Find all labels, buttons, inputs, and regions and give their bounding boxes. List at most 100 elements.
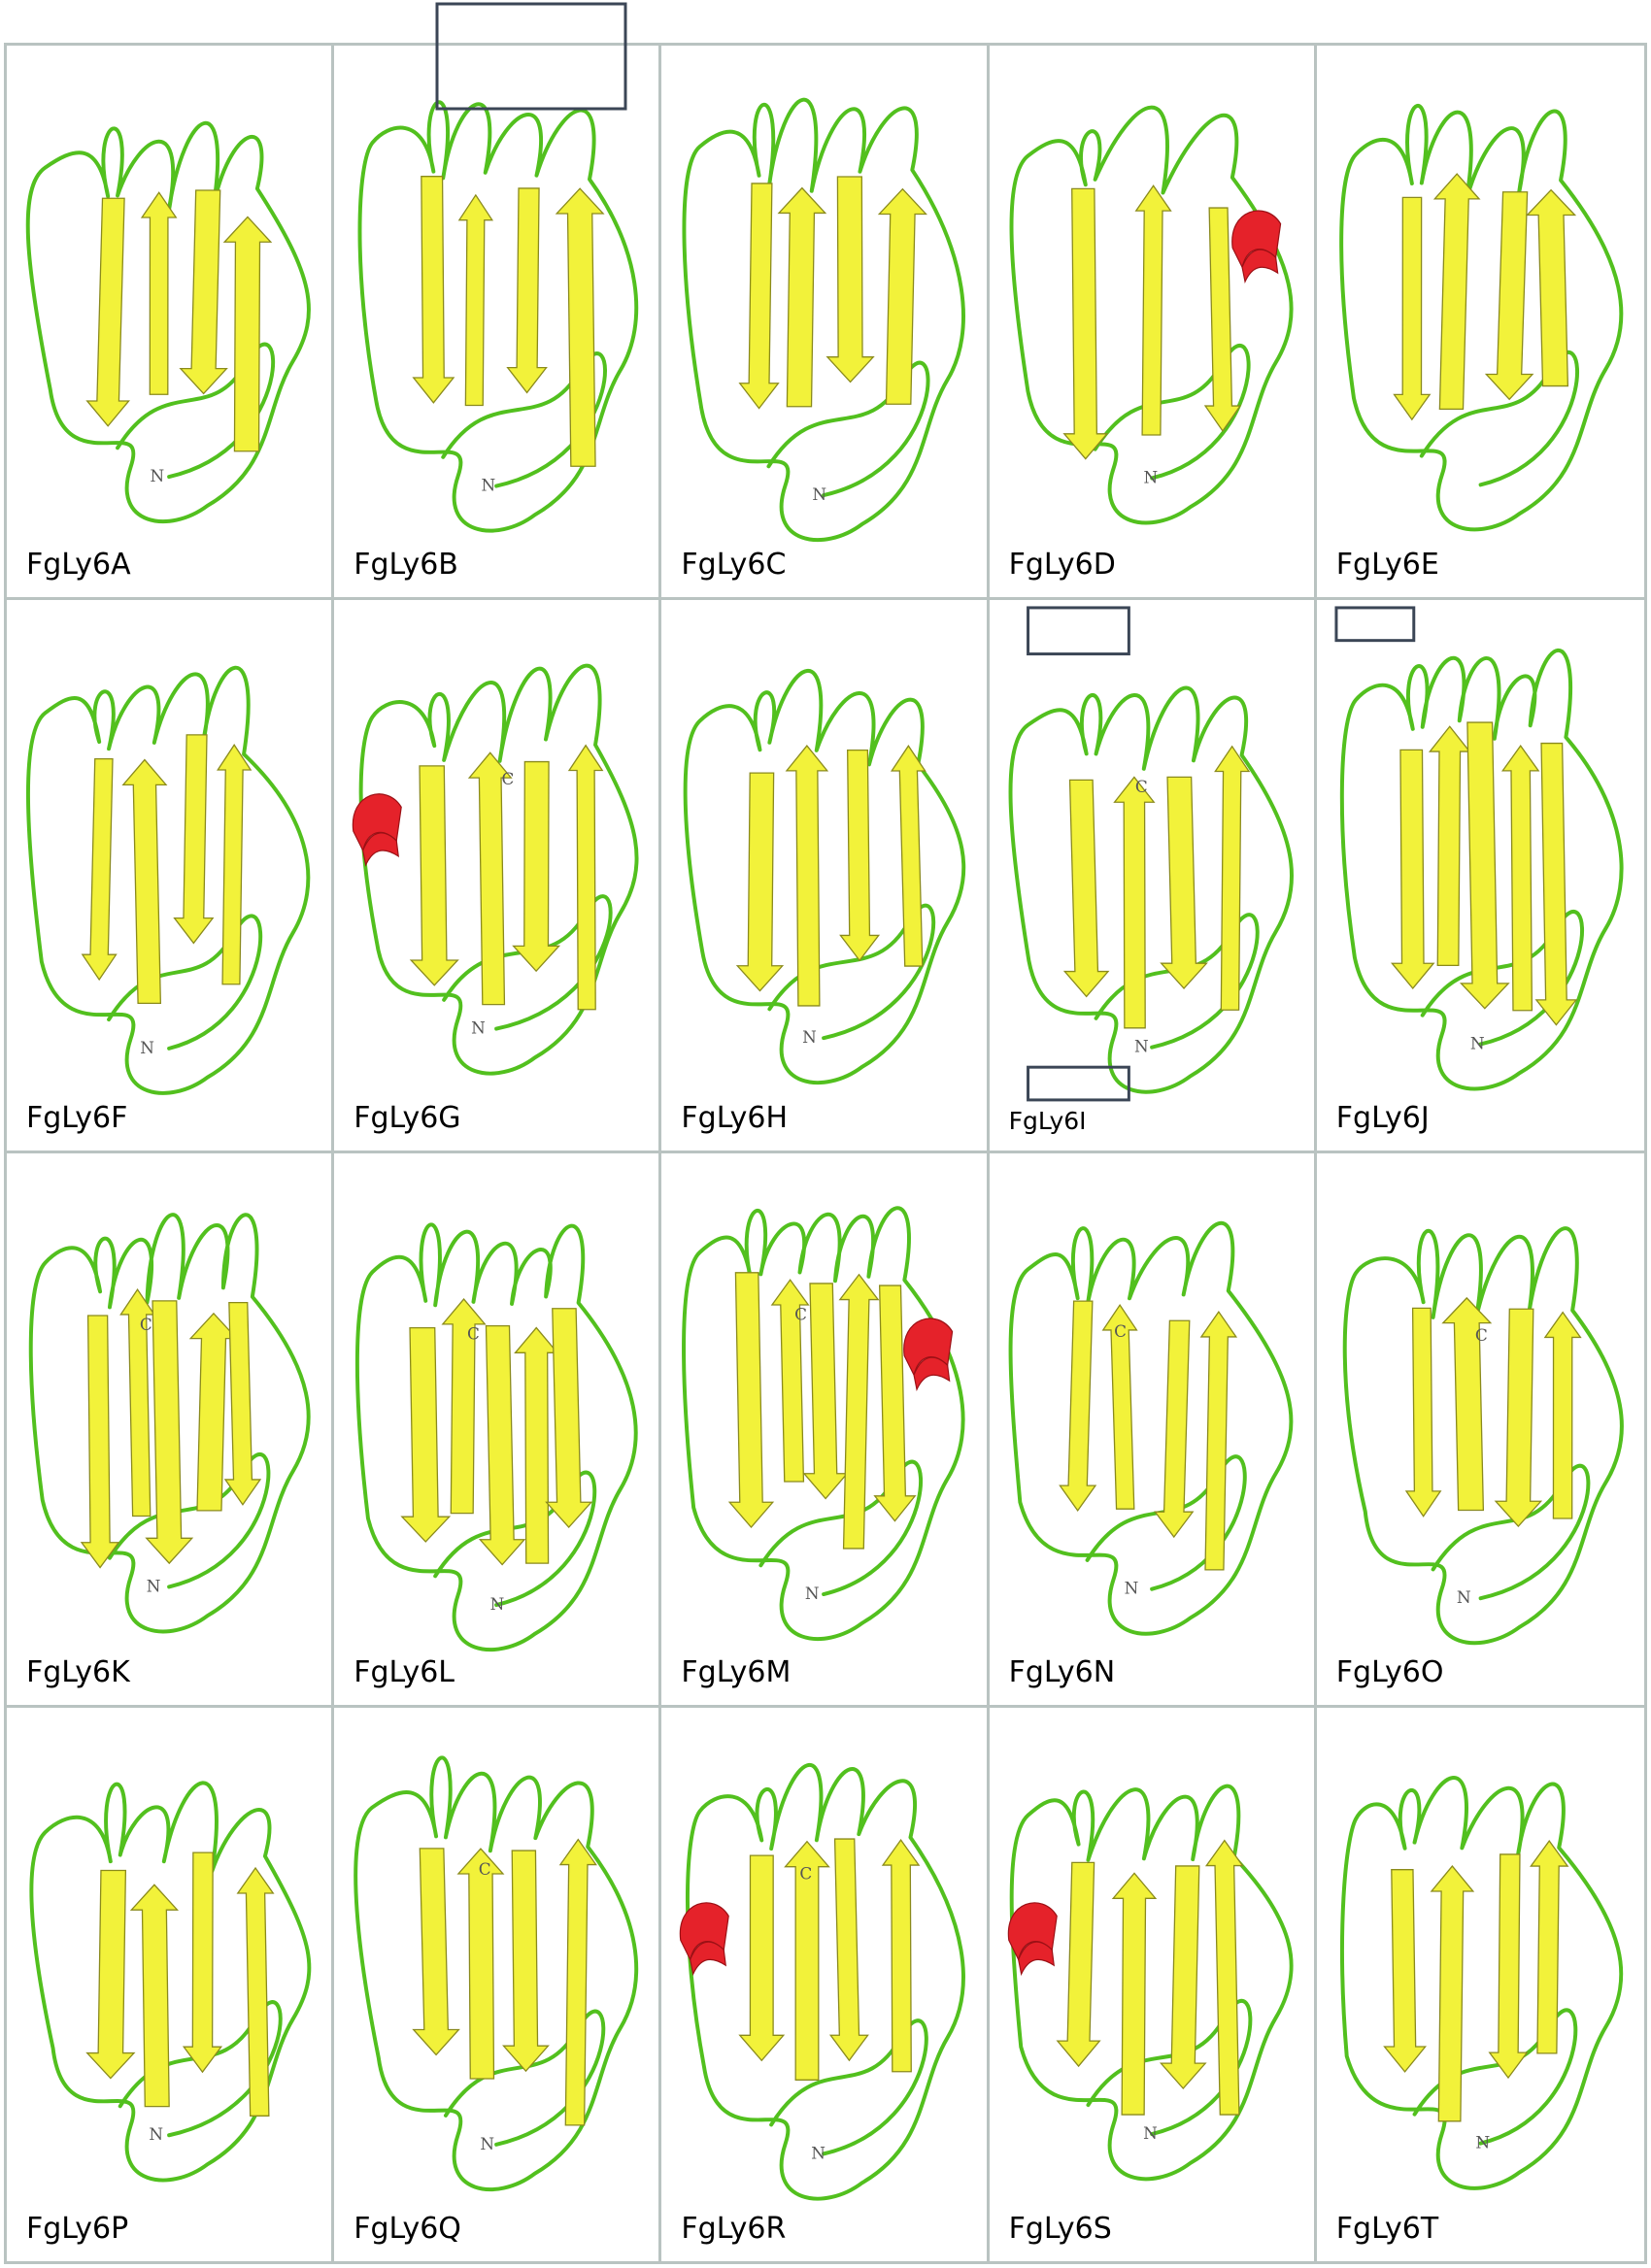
beta-strand	[140, 191, 178, 395]
beta-strand	[409, 764, 459, 986]
beta-strand	[882, 1838, 921, 2072]
coil-loop	[1008, 1221, 1293, 1636]
panel-label: FgLy6S	[1008, 2212, 1112, 2246]
coil-loop	[686, 1762, 966, 2201]
n-terminus-label: N	[482, 476, 496, 495]
highlight-box	[1334, 605, 1416, 642]
coil-loop	[25, 665, 311, 1095]
panel-fgly6l: N C FgLy6L	[334, 1153, 662, 1708]
panel-label: FgLy6M	[681, 1654, 792, 1689]
n-terminus-label: N	[802, 1027, 817, 1047]
beta-strand	[1484, 191, 1534, 401]
protein-structure: N	[25, 121, 311, 524]
coil-loop	[1009, 1784, 1294, 2181]
beta-strand	[85, 197, 130, 427]
protein-structure: NC	[354, 1754, 639, 2191]
beta-strand	[802, 1283, 850, 1500]
beta-strand	[80, 1315, 120, 1569]
beta-strand	[457, 193, 494, 407]
beta-strand	[839, 749, 881, 961]
coil-loop	[1008, 685, 1294, 1094]
n-terminus-label: N	[490, 1594, 505, 1614]
protein-structure: N	[1339, 1775, 1624, 2190]
coil-loop	[682, 97, 966, 543]
beta-strand	[479, 1324, 526, 1566]
beta-strand	[568, 744, 604, 1010]
protein-structure: NC	[1008, 605, 1294, 1101]
beta-strand	[1056, 1861, 1101, 2067]
beta-strand	[829, 1837, 870, 2061]
coil-loop	[1339, 648, 1624, 1090]
beta-strand	[785, 744, 829, 1007]
alpha-helix	[353, 792, 403, 867]
beta-strand	[217, 743, 253, 984]
beta-strand	[728, 1272, 775, 1529]
c-terminus-label: C	[502, 768, 515, 787]
beta-strand	[738, 183, 781, 410]
protein-structure: N	[25, 665, 311, 1095]
n-terminus-label: N	[151, 466, 165, 485]
beta-strand	[1432, 173, 1481, 411]
beta-strand	[506, 187, 549, 394]
panel-label: FgLy6I	[1008, 1107, 1087, 1135]
beta-strand	[878, 187, 928, 405]
panel-label: FgLy6B	[354, 547, 458, 582]
protein-structure: N	[684, 668, 966, 1084]
n-terminus-label: N	[812, 2143, 826, 2162]
beta-strand	[514, 1326, 559, 1564]
protein-structure: NC	[680, 1762, 966, 2201]
beta-strand	[555, 187, 605, 467]
panel-label: FgLy6L	[354, 1654, 455, 1689]
beta-strand	[1101, 1303, 1138, 1510]
c-terminus-label: C	[479, 1859, 491, 1879]
coil-loop	[1009, 105, 1294, 525]
beta-strand	[558, 1838, 598, 2126]
panel-label: FgLy6F	[26, 1101, 128, 1135]
coil-loop	[684, 668, 966, 1084]
beta-strand	[1213, 745, 1250, 1011]
coil-loop	[29, 1781, 312, 2183]
c-terminus-label: C	[1114, 1321, 1127, 1341]
beta-strand	[182, 1851, 223, 2073]
c-terminus-label: C	[1135, 777, 1148, 796]
protein-structure: N	[1007, 1784, 1294, 2181]
beta-strand	[400, 1326, 452, 1543]
beta-strand	[1488, 1852, 1529, 2079]
panel-fgly6a: N FgLy6A	[7, 46, 335, 600]
protein-structure: NC	[1008, 1221, 1293, 1636]
beta-strand	[1203, 207, 1241, 432]
beta-strand	[145, 1300, 194, 1565]
beta-strand	[1159, 776, 1208, 989]
highlight-box	[1026, 605, 1130, 655]
alpha-helix	[1230, 210, 1281, 284]
beta-strand	[777, 186, 827, 408]
beta-strand	[545, 1308, 593, 1529]
panel-label: FgLy6H	[681, 1101, 789, 1135]
c-terminus-label: C	[467, 1324, 480, 1344]
panel-label: FgLy6O	[1335, 1654, 1444, 1689]
protein-structure: N	[357, 100, 639, 533]
beta-strand	[456, 1847, 505, 2080]
beta-strand	[441, 1298, 487, 1515]
panel-label: FgLy6A	[26, 547, 131, 582]
beta-strand	[1459, 720, 1510, 1010]
coil-loop	[28, 1213, 311, 1634]
beta-strand	[838, 1273, 880, 1550]
beta-strand	[512, 760, 561, 972]
coil-loop	[358, 663, 639, 1076]
c-terminus-label: C	[795, 1304, 808, 1323]
beta-strand	[771, 1279, 810, 1483]
beta-strand	[1494, 1308, 1542, 1528]
beta-strand	[129, 1883, 180, 2107]
beta-strand	[1428, 724, 1471, 966]
coil-loop	[1338, 103, 1624, 532]
n-terminus-label: N	[1457, 1587, 1471, 1607]
alpha-helix	[1007, 1901, 1058, 1976]
